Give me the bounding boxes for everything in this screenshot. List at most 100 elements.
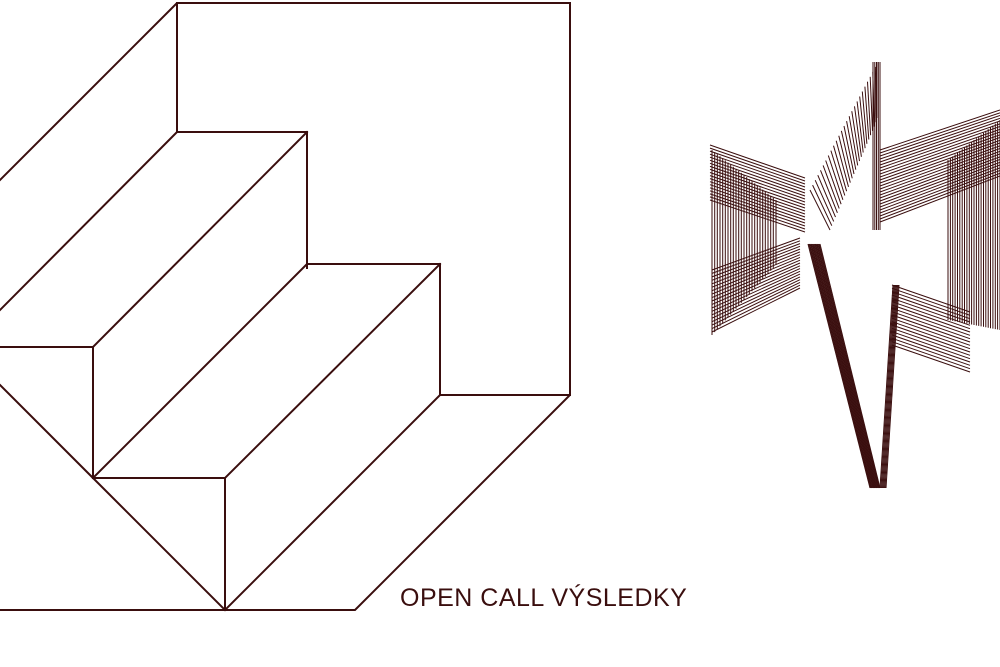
hatch-line xyxy=(830,150,846,196)
hatch-line xyxy=(879,120,1000,163)
hatch-line xyxy=(879,170,1000,217)
hatch-line xyxy=(817,243,880,489)
hatch-line xyxy=(848,116,859,166)
hatch-line xyxy=(879,115,1000,157)
hatch-line xyxy=(869,76,873,131)
hatch-line xyxy=(815,243,877,489)
hatch-line xyxy=(879,137,1000,181)
hatch-line xyxy=(891,294,971,323)
lower-step-riser xyxy=(92,477,226,611)
hatch-line xyxy=(838,135,851,183)
hatch-line xyxy=(711,276,801,319)
hatch-line xyxy=(711,248,801,285)
hatch-line xyxy=(711,270,801,312)
hatch-line xyxy=(711,287,801,333)
hatch-line xyxy=(891,344,971,373)
hatch-line xyxy=(891,311,971,340)
hatch-line xyxy=(820,170,838,213)
hatch-line xyxy=(879,161,1000,208)
hatch-line xyxy=(891,327,971,356)
emblem-left-lower-wing xyxy=(711,237,801,333)
hatch-line xyxy=(879,126,1000,169)
hatch-line xyxy=(709,156,806,191)
hatch-line xyxy=(891,304,971,333)
emblem-top-spike xyxy=(809,62,879,231)
hatch-line xyxy=(711,243,801,278)
hatch-line xyxy=(891,284,971,313)
hatch-line xyxy=(711,279,801,323)
hatch-line xyxy=(880,284,895,489)
hatch-line xyxy=(891,317,971,346)
hatch-line xyxy=(840,130,853,179)
hatch-line xyxy=(711,254,801,292)
hatch-line xyxy=(891,314,971,343)
hatch-line xyxy=(879,159,1000,205)
hatch-line xyxy=(827,155,844,200)
hatch-line xyxy=(879,156,1000,202)
hatch-line xyxy=(709,144,806,179)
emblem-bottom-spike xyxy=(807,243,881,489)
hatch-line xyxy=(709,153,806,188)
hatch-line xyxy=(879,131,1000,175)
hatch-line xyxy=(879,128,1000,172)
hatch-line xyxy=(884,284,899,489)
hatch-line xyxy=(879,175,1000,223)
hatch-line xyxy=(709,165,806,200)
hatch-line xyxy=(819,243,881,489)
hatch-line xyxy=(867,81,872,136)
hatch-line xyxy=(879,134,1000,178)
hatch-line xyxy=(891,291,971,320)
isometric-stairs-illustration xyxy=(0,2,571,612)
hatched-star-emblem xyxy=(709,62,1000,489)
lower-step-front-edge xyxy=(223,262,442,480)
hatch-line xyxy=(879,167,1000,214)
hatch-line xyxy=(711,268,801,309)
hatch-line xyxy=(812,184,833,226)
hatch-line xyxy=(879,123,1000,166)
hatch-line xyxy=(711,251,801,288)
lower-step-tread xyxy=(91,263,441,480)
hatch-line xyxy=(891,334,971,363)
hatch-line xyxy=(709,150,806,185)
hatch-line xyxy=(709,162,806,197)
hatch-line xyxy=(891,321,971,350)
hatch-line xyxy=(809,189,831,231)
hatch-line xyxy=(891,341,971,370)
hatch-line xyxy=(814,243,877,489)
hatch-line xyxy=(879,284,894,489)
hatch-line xyxy=(811,243,875,489)
hatch-line xyxy=(711,237,801,271)
hatch-line xyxy=(891,324,971,353)
hatch-line xyxy=(817,175,836,218)
hatch-line xyxy=(883,284,898,489)
hatch-line xyxy=(843,125,855,175)
hatch-line xyxy=(807,243,871,489)
hatch-line xyxy=(825,160,842,205)
emblem-bottom-spike-right xyxy=(879,284,900,489)
hatch-line xyxy=(879,153,1000,199)
hatch-line xyxy=(711,256,801,295)
hatch-line xyxy=(711,262,801,302)
hatch-line xyxy=(846,121,857,170)
hatch-line xyxy=(851,111,860,162)
hatch-line xyxy=(814,179,835,222)
hatch-line xyxy=(891,287,971,316)
open-call-results-caption: OPEN CALL VÝSLEDKY xyxy=(400,584,688,612)
hatch-line xyxy=(810,243,874,489)
hatch-line xyxy=(885,284,900,489)
upper-step-riser-left xyxy=(0,346,94,479)
hatch-line xyxy=(879,142,1000,187)
hatch-line xyxy=(879,172,1000,220)
hatch-line xyxy=(881,284,896,489)
hatch-line xyxy=(879,112,1000,154)
hatch-line xyxy=(891,307,971,336)
hatch-line xyxy=(879,148,1000,193)
hatch-line xyxy=(809,243,872,489)
hatch-line xyxy=(891,297,971,326)
hatch-line xyxy=(813,243,876,489)
hatch-line xyxy=(812,243,875,489)
hatch-line xyxy=(711,265,801,305)
upper-step-tread xyxy=(0,131,308,312)
hatch-line xyxy=(709,147,806,182)
